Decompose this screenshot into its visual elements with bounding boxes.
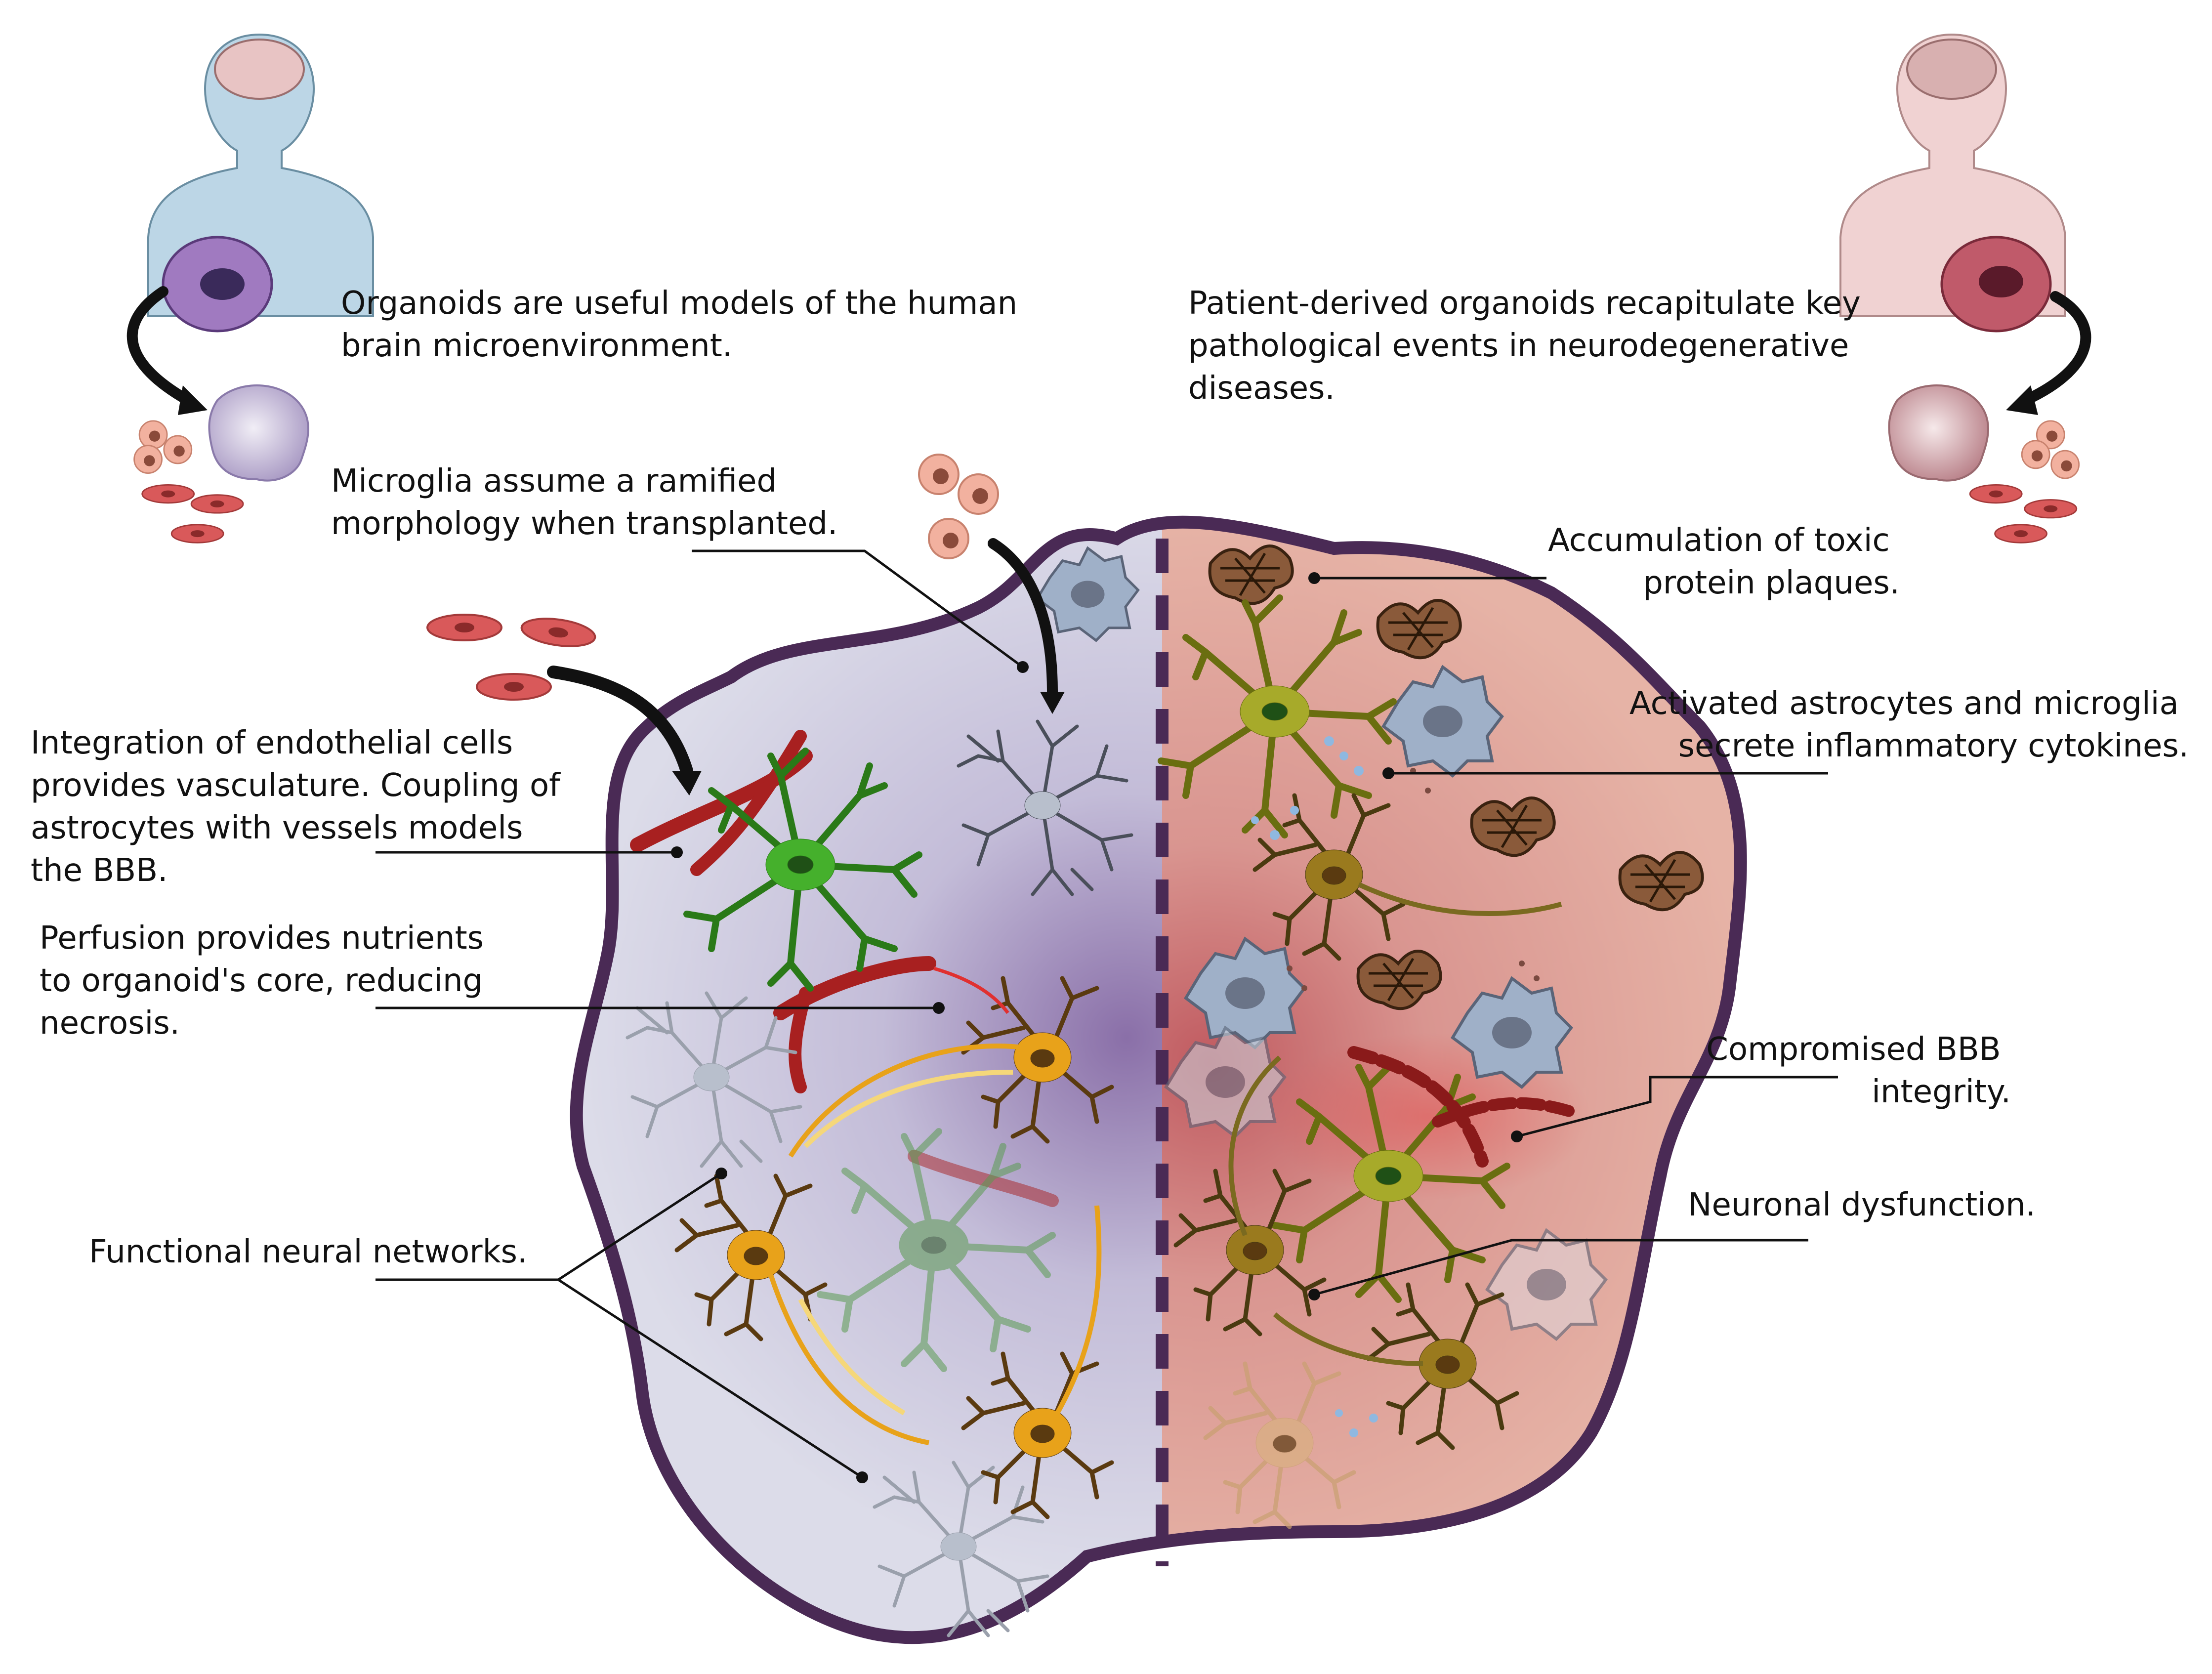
axon [1228,1055,1282,1236]
axon [1055,1205,1102,1415]
stem-cell [163,435,193,464]
axon [1273,1312,1423,1366]
leaky-vessel [1347,1046,1489,1168]
perfusion-arrow [933,966,1009,1014]
label-dysfunction: Neuronal dysfunction. [1688,1187,2036,1223]
axon [1357,882,1562,917]
stem-cell [2021,440,2050,469]
labels: Organoids are useful models of the human… [31,285,2189,1270]
signal-arrow [803,1070,1013,1148]
stem-cell [918,454,960,495]
red-blood-cell [476,673,552,701]
label-cytokines: Activated astrocytes and microglia secre… [1629,685,2189,764]
label-patient-organoids: Patient-derived organoids recapitulate k… [1188,285,1871,407]
label-plaques: Accumulation of toxic protein plaques. [1548,522,1900,601]
axon [788,1044,1023,1158]
leaky-vessel [1432,1097,1577,1128]
arrow-head [1040,692,1065,714]
mini-organoid [208,384,309,482]
cell-nucleus [1979,266,2023,297]
axon [768,1274,929,1445]
cell-nucleus [200,268,245,300]
stem-cell [133,445,163,474]
organoid-outline [570,515,1747,1644]
red-blood-cell [1969,484,2023,504]
arrow-to-organoid [2020,291,2091,406]
stem-cell [138,420,168,450]
red-blood-cell [170,524,224,544]
arrow-microglia [988,538,1058,697]
stem-cell [2050,450,2080,479]
red-blood-cell [426,614,502,641]
cytokine-dots [1251,736,1378,1437]
leader-lines [376,549,1838,1483]
brain-icon [214,39,305,100]
arrow-head [178,385,208,415]
disease-cells [1161,546,1703,1527]
red-blood-cell [1994,524,2048,544]
leader-dysfunction [1314,1239,1808,1296]
label-endothelial: Integration of endothelial cells provide… [31,725,570,889]
arrow-head [2006,385,2038,415]
leader-bbb [1516,1076,1838,1138]
label-perfusion: Perfusion provides nutrients to organoid… [40,920,494,1042]
red-blood-cell [141,484,195,504]
arrow-head [672,771,702,795]
label-organoid-models: Organoids are useful models of the human… [341,285,1028,364]
signal-arrow [798,1298,906,1416]
arrow-endothelial [547,666,693,777]
arrow-to-organoid [126,286,193,406]
red-blood-cell [2024,499,2078,519]
patient-donor [1839,33,2091,544]
leader-networks [557,1278,863,1479]
label-bbb: Compromised BBB integrity. [1706,1031,2011,1110]
external-cells [426,454,1138,795]
mini-organoid [1888,384,1989,482]
label-microglia: Microglia assume a ramified morphology w… [331,463,837,542]
leader-microglia [692,549,1024,669]
red-blood-cell [190,494,244,514]
healthy-donor [126,33,374,544]
stem-cell [928,518,969,559]
label-networks: Functional neural networks. [89,1234,527,1270]
stem-cell [958,473,999,515]
brain-icon [1906,39,1997,100]
red-blood-cell [519,613,598,652]
